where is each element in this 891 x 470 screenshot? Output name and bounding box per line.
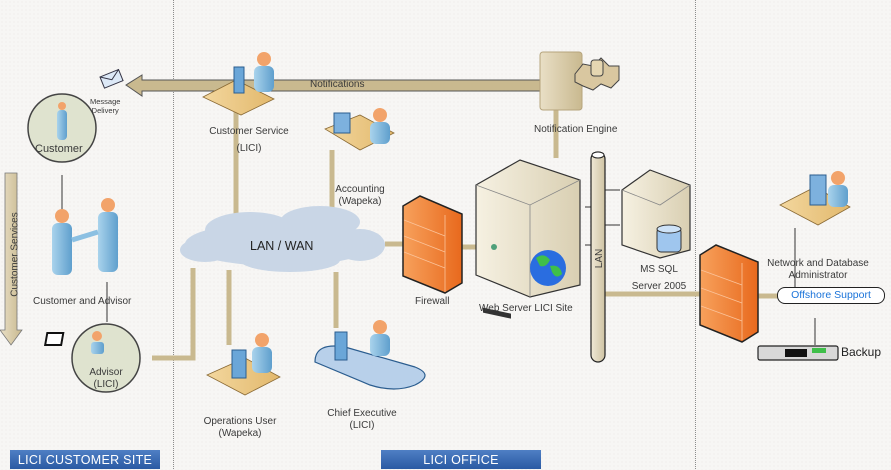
operations-user-label: Operations User (Wapeka) <box>200 416 280 440</box>
accounting-label: Accounting (Wapeka) <box>330 184 390 208</box>
chief-executive-line2: (LICI) <box>349 420 375 431</box>
advisor-label: Advisor (LICI) <box>85 367 127 391</box>
customer-label: Customer <box>35 143 83 155</box>
handshake-icon <box>52 198 118 275</box>
chief-executive-line1: Chief Executive <box>327 408 397 419</box>
customer-service-label: Customer Service (LICI) <box>204 123 294 157</box>
lan-bus-label: LAN <box>594 248 606 269</box>
globe-icon <box>530 250 566 286</box>
firewall-icon <box>402 195 463 294</box>
notification-engine-label: Notification Engine <box>534 124 618 135</box>
customer-services-label: Customer Services <box>9 212 21 297</box>
envelope-icon <box>99 68 124 89</box>
advisor-node[interactable] <box>43 323 141 393</box>
zone-divider-right <box>695 0 696 469</box>
lan-bus <box>590 151 606 363</box>
ms-sql-line1: MS SQL <box>640 264 678 275</box>
chief-executive-label: Chief Executive (LICI) <box>322 408 402 432</box>
backup-device-icon <box>757 345 839 361</box>
notifications-label: Notifications <box>310 79 365 90</box>
web-server-icon <box>475 159 581 319</box>
web-server-label: Web Server LICI Site <box>479 303 573 314</box>
ms-sql-label: MS SQL Server 2005 <box>625 261 693 295</box>
customer-services-arrow <box>0 172 23 346</box>
headset-user-icon <box>202 52 275 116</box>
firewall-label: Firewall <box>415 296 450 307</box>
admin-workstation-icon <box>779 171 851 226</box>
operations-user-line1: Operations User <box>203 416 277 427</box>
customer-service-line2: (LICI) <box>236 143 262 154</box>
zone-divider-left <box>173 0 174 469</box>
ms-sql-line2: Server 2005 <box>631 281 687 292</box>
message-delivery-line2: Delivery <box>91 106 119 115</box>
operations-workstation-icon <box>206 333 281 396</box>
backup-label: Backup <box>841 345 882 359</box>
message-delivery-line1: Message <box>90 97 121 106</box>
database-server-icon <box>621 169 691 259</box>
operations-user-line2: (Wapeka) <box>218 428 262 439</box>
customer-and-advisor-label: Customer and Advisor <box>33 296 132 307</box>
cloud-icon <box>180 206 385 272</box>
network-admin-line1: Network and Database <box>767 258 869 269</box>
connectors <box>152 110 778 361</box>
gear-server-icon <box>539 51 620 111</box>
customer-node[interactable] <box>27 93 97 163</box>
firewall-right-icon <box>699 244 759 343</box>
network-admin-label: Network and Database Administrator <box>758 258 878 282</box>
zone-banner-customer-site: LICI CUSTOMER SITE <box>10 450 160 469</box>
workstation-user-icon <box>324 108 395 151</box>
accounting-line1: Accounting <box>335 184 385 195</box>
executive-desk-icon <box>314 320 426 390</box>
network-admin-line2: Administrator <box>788 270 848 281</box>
lan-wan-label: LAN / WAN <box>250 239 314 253</box>
connector-advisor-cloud <box>152 268 196 361</box>
person-icon <box>57 102 67 140</box>
advisor-line2: (LICI) <box>93 379 119 390</box>
advisor-line1: Advisor <box>89 367 123 378</box>
zone-banner-office: LICI OFFICE <box>381 450 541 469</box>
accounting-line2: (Wapeka) <box>338 196 382 207</box>
offshore-support-node[interactable]: Offshore Support <box>777 287 885 304</box>
message-delivery-label: Message Delivery <box>90 97 120 115</box>
customer-service-line1: Customer Service <box>209 126 289 137</box>
laptop-user-icon <box>43 331 104 354</box>
